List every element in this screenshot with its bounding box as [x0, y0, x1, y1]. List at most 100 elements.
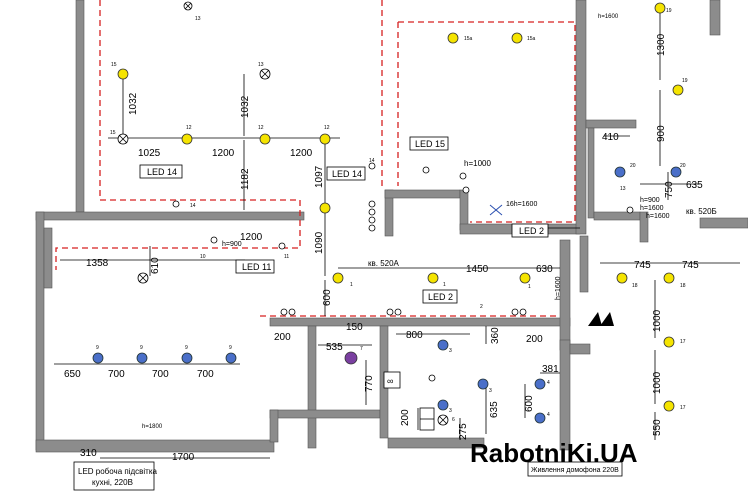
- svg-text:1: 1: [528, 284, 531, 290]
- svg-text:19: 19: [666, 8, 672, 14]
- svg-text:3: 3: [489, 388, 492, 394]
- dim-label: 1200: [240, 232, 263, 243]
- ceiling-lamp-icon: [319, 202, 331, 214]
- svg-text:9: 9: [96, 345, 99, 351]
- dim-label: 650: [64, 369, 81, 380]
- svg-text:13: 13: [258, 62, 264, 68]
- ceiling-lamp-icon: [259, 133, 271, 145]
- dim-label: 745: [682, 260, 699, 271]
- dim-label: 200: [400, 409, 411, 426]
- dim-label: 600: [322, 289, 333, 306]
- height-note: h=1800: [142, 424, 163, 430]
- dim-label: 1358: [86, 258, 109, 269]
- svg-text:20: 20: [680, 163, 686, 169]
- dim-label: 1000: [652, 371, 663, 394]
- dim-label: 635: [489, 401, 500, 418]
- height-note: h=900: [222, 241, 242, 248]
- spot-lamp-icon: [614, 166, 626, 178]
- svg-text:9: 9: [185, 345, 188, 351]
- lamp-numbers: 15a 15a 15 13 12 12 12 13 15 19 19 20 20…: [96, 8, 688, 423]
- height-note: h=1600: [555, 276, 562, 300]
- dim-label: 275: [458, 423, 469, 440]
- kitchen-led-line2: кухні, 220В: [92, 478, 133, 487]
- svg-text:10: 10: [200, 254, 206, 260]
- svg-text:14: 14: [190, 203, 196, 209]
- dim-label: 1200: [212, 148, 235, 159]
- dim-label: 381: [542, 364, 559, 375]
- dim-label: 535: [326, 342, 343, 353]
- height-note: h=1000: [464, 159, 491, 168]
- dim-label: 800: [406, 330, 423, 341]
- dim-label: 750: [664, 181, 675, 198]
- dim-label: 200: [526, 334, 543, 345]
- led14-label-a: LED 14: [147, 167, 177, 177]
- ceiling-lamp-icon: [654, 2, 666, 14]
- dim-label: 700: [152, 369, 169, 380]
- svg-text:4: 4: [547, 380, 550, 386]
- dim-label: 1032: [240, 95, 251, 118]
- dim-label: 1450: [466, 264, 489, 275]
- svg-text:2: 2: [480, 304, 483, 310]
- svg-text:12: 12: [324, 125, 330, 131]
- misc-symbols: ∞: [383, 204, 614, 431]
- height-note: 16h=1600: [506, 201, 537, 208]
- svg-text:15a: 15a: [527, 36, 536, 42]
- spot-lamp-icon: [136, 352, 148, 364]
- dim-label: 610: [150, 257, 161, 274]
- dim-label: 1700: [172, 452, 195, 463]
- dim-label: 745: [634, 260, 651, 271]
- svg-text:17: 17: [680, 405, 686, 411]
- height-note: h=1600: [646, 213, 670, 220]
- dim-label: 900: [656, 125, 667, 142]
- apartment-520a-label: кв. 520А: [368, 259, 400, 268]
- spot-lamp-icon: [181, 352, 193, 364]
- ceiling-lamp-icon: [519, 272, 531, 284]
- svg-text:3: 3: [449, 348, 452, 354]
- wall-lamp-icon: [183, 1, 193, 11]
- dim-label: 1200: [290, 148, 313, 159]
- ceiling-lamp-icon: [447, 32, 459, 44]
- ceiling-lamp-icon: [319, 133, 331, 145]
- svg-text:7: 7: [360, 346, 363, 352]
- ceiling-lamp-icon: [427, 272, 439, 284]
- spot-lamp-icon: [534, 412, 546, 424]
- svg-text:15: 15: [110, 130, 116, 136]
- ceiling-lamp-icon: [663, 272, 675, 284]
- height-note: h=1600: [598, 14, 619, 20]
- svg-text:19: 19: [682, 78, 688, 84]
- dim-label: 310: [80, 448, 97, 459]
- ceiling-lamp-icon: [616, 272, 628, 284]
- dimension-lines: [54, 10, 740, 459]
- svg-text:20: 20: [630, 163, 636, 169]
- svg-text:15a: 15a: [464, 36, 473, 42]
- spot-lamp-icon: [477, 378, 489, 390]
- spot-lamp-icon: [437, 339, 449, 351]
- svg-text:14: 14: [369, 158, 375, 164]
- ceiling-lamp-icon: [181, 133, 193, 145]
- height-notes: h=1600 h=1000 16h=1600 h=900 h=1600 h=90…: [142, 14, 670, 430]
- dim-label: 1000: [652, 309, 663, 332]
- ceiling-lamp-icon: [663, 336, 675, 348]
- svg-text:6: 6: [452, 417, 455, 423]
- wall-lamp-icon: [117, 133, 129, 145]
- svg-text:9: 9: [229, 345, 232, 351]
- dimension-labels: 1032 1032 1025 1200 1200 1182 1097 1090 …: [64, 33, 703, 463]
- kitchen-led-line1: LED робоча підсвітка: [78, 467, 158, 476]
- height-note: h=900: [640, 197, 660, 204]
- led14-label-b: LED 14: [332, 169, 362, 179]
- dim-label: 200: [274, 332, 291, 343]
- ceiling-lamp-icon: [663, 400, 675, 412]
- svg-text:1: 1: [443, 282, 446, 288]
- switches: [172, 162, 634, 382]
- apartment-520b-label: кв. 520Б: [686, 207, 717, 216]
- intercom-power-note: Живлення домофона 220В: [531, 467, 619, 474]
- led2-label-a: LED 2: [519, 226, 544, 236]
- spot-lamp-icon: [670, 166, 682, 178]
- ceiling-lamp-icon: [117, 68, 129, 80]
- svg-text:3: 3: [449, 408, 452, 414]
- dim-label: 630: [536, 264, 553, 275]
- svg-text:15: 15: [111, 62, 117, 68]
- dim-label: 1090: [314, 231, 325, 254]
- dim-label: 550: [652, 419, 663, 436]
